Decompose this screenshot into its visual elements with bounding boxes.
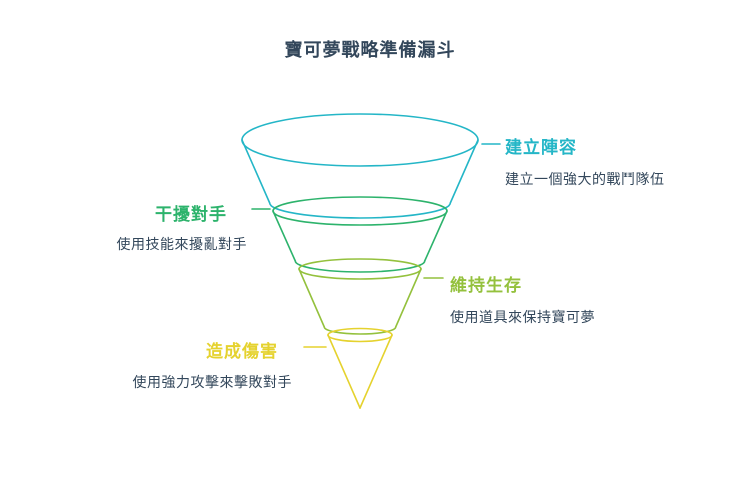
stage-4-right-side [359,334,393,409]
funnel-stage-4-shape [303,327,393,409]
stage-2-top-rim [272,196,448,226]
stage-3-right-side [394,268,422,328]
funnel-stage-3-shape [298,258,444,335]
diagram-title: 寶可夢戰略準備漏斗 [284,40,456,61]
stage-2-label: 干擾對手 [155,205,227,225]
stage-4-top-rim [327,327,393,343]
stage-3-bottom-arc [323,326,397,335]
stage-3-label: 維持生存 [450,276,522,296]
stage-1-label: 建立陣容 [505,138,577,158]
stage-1-top-rim [241,113,479,167]
stage-3-description: 使用道具來保持寶可夢 [450,310,595,326]
stage-4-label: 造成傷害 [206,342,278,362]
stage-2-left-side [272,210,297,262]
stage-4-left-side [327,334,361,409]
stage-2-description: 使用技能來擾亂對手 [116,237,247,253]
stage-2-right-side [423,210,448,262]
stage-3-left-side [298,268,326,328]
stage-1-right-side [449,139,479,204]
funnel-stage-2-shape [251,196,448,273]
stage-4-description: 使用強力攻擊來擊敗對手 [132,375,292,391]
stage-1-description: 建立一個強大的戰鬥隊伍 [505,172,665,188]
stage-1-bottom-arc [268,202,452,219]
stage-1-left-side [241,139,271,204]
funnel-stage-1-shape [241,113,501,219]
